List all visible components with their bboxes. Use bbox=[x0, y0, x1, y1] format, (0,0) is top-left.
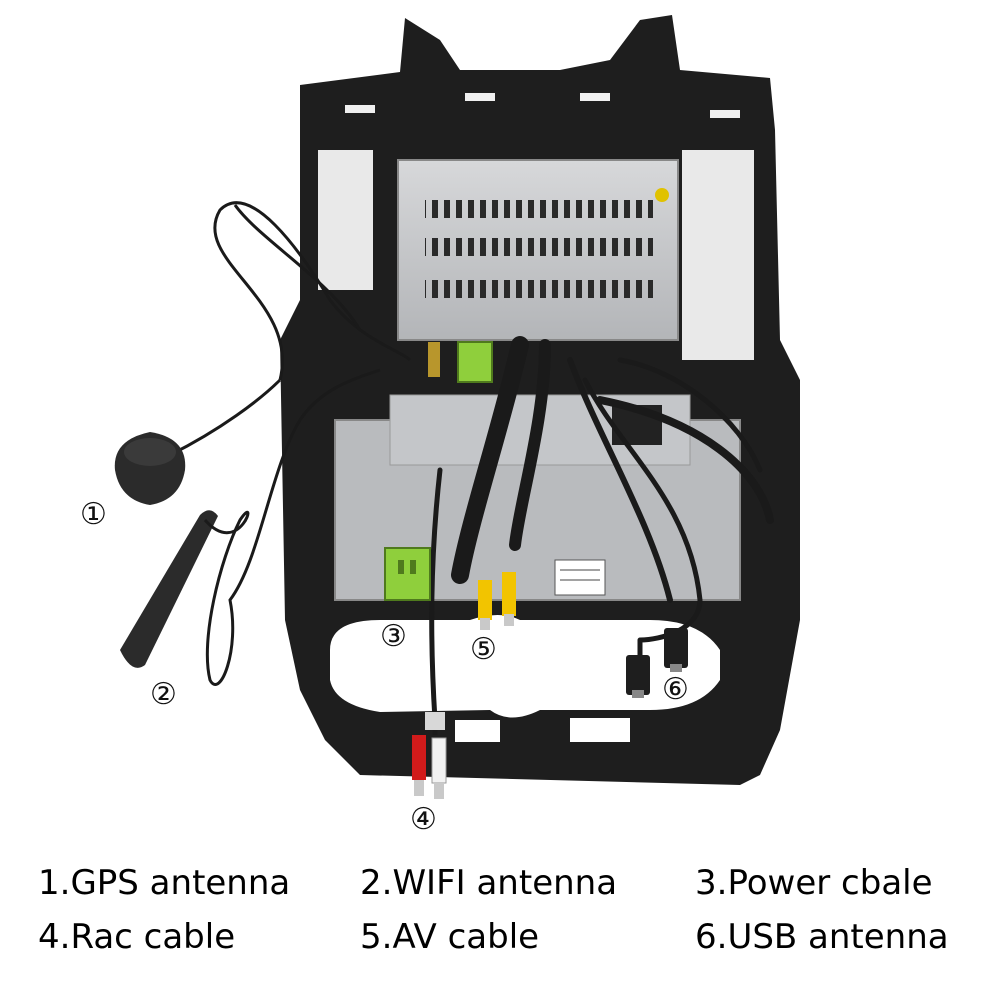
power-connectors bbox=[384, 341, 493, 601]
callout-1: ① bbox=[80, 497, 107, 532]
rac-rca-plugs bbox=[412, 712, 447, 799]
usb-plugs bbox=[626, 628, 688, 698]
wifi-antenna bbox=[120, 368, 381, 686]
callout-5: ⑤ bbox=[470, 632, 497, 667]
gps-antenna bbox=[114, 201, 412, 505]
callout-4: ④ bbox=[410, 802, 437, 837]
legend-av-cable: 5.AV cable bbox=[360, 917, 540, 957]
legend-wifi-antenna: 2.WIFI antenna bbox=[360, 863, 618, 903]
legend-power-cable: 3.Power cbale bbox=[695, 863, 933, 903]
legend-gps-antenna: 1.GPS antenna bbox=[38, 863, 291, 903]
legend-row-1: 1.GPS antenna 2.WIFI antenna 3.Power cba… bbox=[0, 858, 1000, 908]
callout-6: ⑥ bbox=[662, 672, 689, 707]
av-rca-plugs bbox=[478, 572, 516, 630]
legend-rac-cable: 4.Rac cable bbox=[38, 917, 236, 957]
callout-2: ② bbox=[150, 677, 177, 712]
legend-usb-antenna: 6.USB antenna bbox=[695, 917, 949, 957]
legend-row-2: 4.Rac cable 5.AV cable 6.USB antenna bbox=[0, 912, 1000, 962]
cable-bundle bbox=[429, 336, 774, 723]
callout-3: ③ bbox=[380, 619, 407, 654]
